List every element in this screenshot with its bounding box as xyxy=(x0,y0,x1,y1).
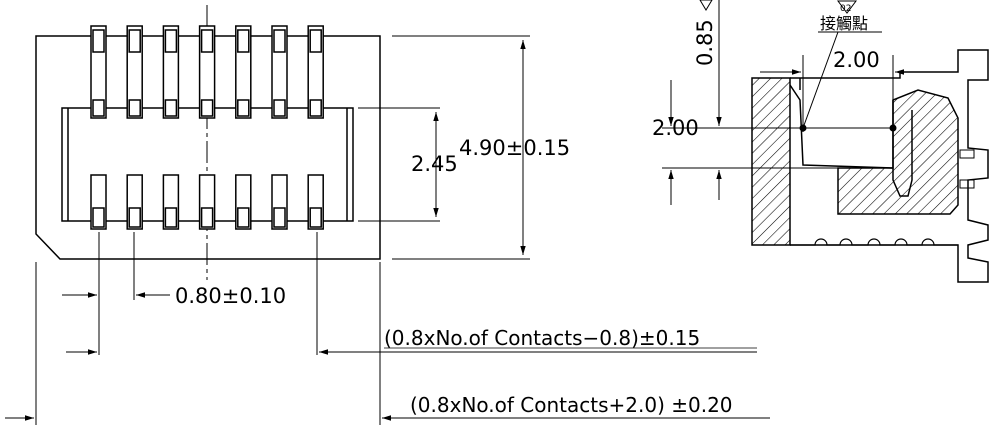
dim-pitch-label: 0.80±0.10 xyxy=(175,284,286,308)
contact-point-label: 接觸點 xyxy=(820,14,868,33)
bottom-contacts xyxy=(90,174,324,230)
dim-inner-height-label: 2.45 xyxy=(411,152,458,176)
contact-bottom xyxy=(162,174,180,230)
contact-top xyxy=(271,25,288,119)
contact-top xyxy=(90,25,107,119)
contact-top xyxy=(307,25,324,119)
contact-point-left xyxy=(799,124,807,132)
contact-bottom xyxy=(235,174,252,230)
revision-triangle-top xyxy=(837,0,857,14)
contact-bottom xyxy=(126,174,143,230)
dim-vertical-label: 2.00 xyxy=(652,116,699,140)
contact-bottom xyxy=(90,174,107,230)
dim-contact-span-label: (0.8xNo.of Contacts−0.8)±0.15 xyxy=(384,326,700,350)
revision-triangle-left xyxy=(699,0,713,11)
left-wall-section xyxy=(751,77,791,246)
section-housing-outline xyxy=(790,49,989,283)
contact-top xyxy=(126,25,143,119)
contact-bottom xyxy=(271,174,288,230)
contact-top xyxy=(162,25,180,119)
section-view xyxy=(751,49,989,283)
contact-top xyxy=(235,25,252,119)
front-view xyxy=(5,5,770,425)
revision-tag-label: 02 xyxy=(840,4,851,14)
dim-total-height-label: 4.90±0.15 xyxy=(459,136,570,160)
contact-bottom xyxy=(307,174,324,230)
contact-top xyxy=(198,25,216,119)
right-block-section xyxy=(837,89,959,215)
dim-horizontal-label: 2.00 xyxy=(833,48,880,72)
top-contacts xyxy=(90,25,324,119)
contact-bottom xyxy=(198,174,216,230)
contact-point-right xyxy=(889,124,897,132)
dim-body-length-label: (0.8xNo.of Contacts+2.0) ±0.20 xyxy=(410,393,733,417)
dim-offset-label: 0.85 xyxy=(693,19,717,66)
section-dimensions xyxy=(662,0,935,205)
